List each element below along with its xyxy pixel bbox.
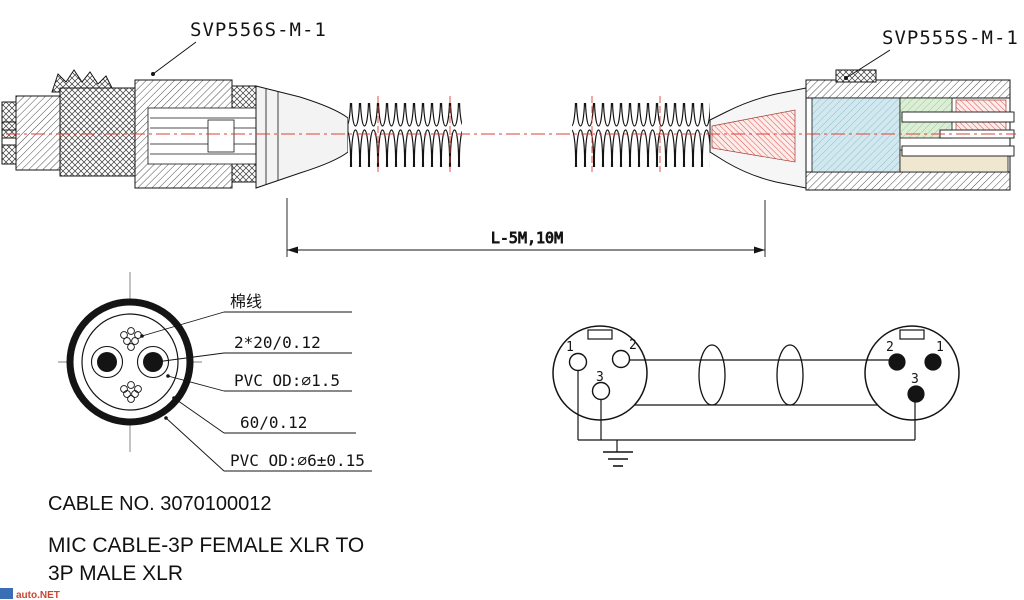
pin-upper	[901, 111, 1015, 123]
centerline	[6, 96, 1016, 172]
male-pin-1	[924, 353, 942, 371]
length-dimension: L-5M,10M	[286, 198, 766, 257]
connector-labels: SVP556S-M-1 SVP555S-M-1	[151, 19, 1019, 80]
length-dimension-label: L-5M,10M	[491, 229, 563, 247]
boot-cable-core	[711, 109, 796, 163]
male-pin-3	[907, 385, 925, 403]
shield-ring	[81, 313, 179, 411]
conductor-insulation-right	[136, 345, 170, 379]
cross-section-leaders	[140, 311, 372, 472]
label-outer-pvc: PVC OD:∅6±0.15	[230, 451, 365, 470]
xlr-male-face: 2 1 3	[864, 325, 960, 421]
cotton-filler-top	[120, 327, 142, 351]
conductor-right	[143, 352, 163, 372]
cable-ellipse-1	[698, 344, 726, 406]
cross-section-diagram: 棉线 2*20/0.12 PVC OD:∅1.5 60/0.12 PVC OD:…	[58, 272, 372, 472]
cable-ellipse-2	[776, 344, 804, 406]
coil-cable-left	[348, 103, 462, 167]
watermark: auto.NET	[0, 588, 60, 600]
male-pin-1-label: 1	[936, 340, 944, 355]
right-connector-drawing	[709, 69, 1015, 191]
male-pin-2	[888, 353, 906, 371]
male-pin-3-label: 3	[911, 372, 919, 387]
female-pin-3	[591, 381, 611, 401]
left-boot	[255, 85, 349, 189]
title-line-1: MIC CABLE-3P FEMALE XLR TO	[48, 534, 364, 557]
label-cotton: 棉线	[230, 292, 262, 311]
pin-lower	[901, 145, 1015, 157]
right-connector-label: SVP555S-M-1	[882, 27, 1019, 49]
cutaway-blue-block	[811, 97, 901, 173]
male-pin-2-label: 2	[886, 340, 894, 355]
left-connector-label: SVP556S-M-1	[190, 19, 327, 41]
left-connector-drawing	[1, 69, 349, 189]
conductor-left	[97, 352, 117, 372]
pinout-diagram: 1 2 3 2 1 3	[552, 325, 960, 467]
label-conductor: 2*20/0.12	[234, 333, 321, 352]
ground-symbol	[603, 440, 633, 467]
female-pin-1	[568, 352, 588, 372]
outer-jacket	[66, 298, 194, 426]
footer-text: CABLE NO. 3070100012 MIC CABLE-3P FEMALE…	[48, 493, 364, 585]
coil-cable-right	[572, 103, 710, 167]
conductor-insulation-left	[90, 345, 124, 379]
latch-clip	[51, 69, 115, 93]
watermark-text: auto.NET	[16, 590, 60, 600]
female-pin-2-label: 2	[629, 338, 637, 353]
title-line-2: 3P MALE XLR	[48, 562, 183, 585]
watermark-logo	[0, 588, 13, 599]
female-pin-3-label: 3	[596, 370, 604, 385]
label-inner-pvc: PVC OD:∅1.5	[234, 371, 340, 390]
cotton-filler-bottom	[120, 381, 142, 403]
female-pin-1-label: 1	[566, 340, 574, 355]
label-shield: 60/0.12	[240, 413, 307, 432]
xlr-female-face: 1 2 3	[552, 325, 648, 421]
female-pin-2	[611, 349, 631, 369]
cable-number: CABLE NO. 3070100012	[48, 493, 272, 515]
